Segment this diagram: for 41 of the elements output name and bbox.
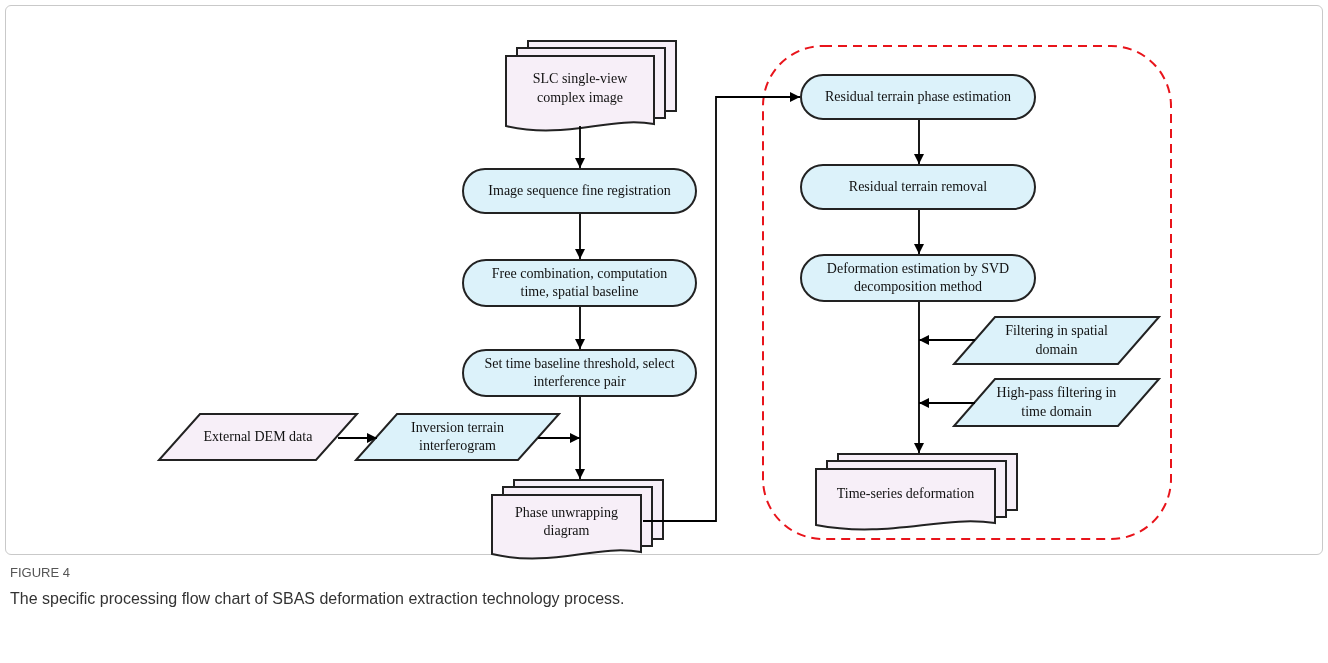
node-text: Residual terrain phase estimation — [824, 87, 1012, 106]
process-terminal — [462, 259, 697, 307]
node-text: Free combination, computation time, spatial baseline — [490, 264, 669, 301]
arrow — [337, 433, 378, 443]
arrow — [575, 213, 585, 260]
document-stack — [505, 40, 679, 132]
figure-caption: The specific processing flow chart of SBAS deformation extraction technology process. — [10, 590, 625, 608]
node-text: SLC single-view complex image — [531, 70, 629, 107]
node-text: Filtering in spatial domain — [1004, 322, 1109, 359]
arrow — [914, 209, 924, 255]
node-text: Image sequence fine registration — [488, 181, 671, 200]
arrow — [918, 335, 976, 345]
node-text: Residual terrain removal — [848, 177, 988, 196]
data-parallelogram — [953, 316, 1160, 365]
process-terminal — [462, 168, 697, 214]
node-text: Time-series deformation — [836, 485, 975, 504]
data-parallelogram — [355, 413, 560, 461]
node-text: Phase unwrapping diagram — [513, 503, 619, 540]
arrow — [575, 396, 585, 480]
node-text: Inversion terrain interferogram — [410, 418, 505, 455]
node-text: External DEM data — [203, 427, 313, 446]
arrow — [642, 92, 801, 522]
arrow — [918, 398, 976, 408]
node-text: High-pass filtering in time domain — [995, 384, 1118, 421]
arrow — [575, 306, 585, 350]
dashed-region — [762, 45, 1172, 540]
node-text: Deformation estimation by SVD decomposition method — [825, 259, 1011, 296]
node-text: Set time baseline threshold, select interference pair — [483, 354, 676, 391]
document-stack — [491, 479, 666, 560]
arrow — [914, 119, 924, 165]
arrow — [537, 433, 581, 443]
figure-number: FIGURE 4 — [10, 565, 70, 580]
data-parallelogram — [953, 378, 1160, 427]
process-terminal — [800, 254, 1036, 302]
process-terminal — [800, 74, 1036, 120]
data-parallelogram — [158, 413, 358, 461]
document-stack — [815, 453, 1020, 531]
arrow — [575, 125, 585, 169]
process-terminal — [800, 164, 1036, 210]
process-terminal — [462, 349, 697, 397]
arrow — [914, 301, 924, 454]
